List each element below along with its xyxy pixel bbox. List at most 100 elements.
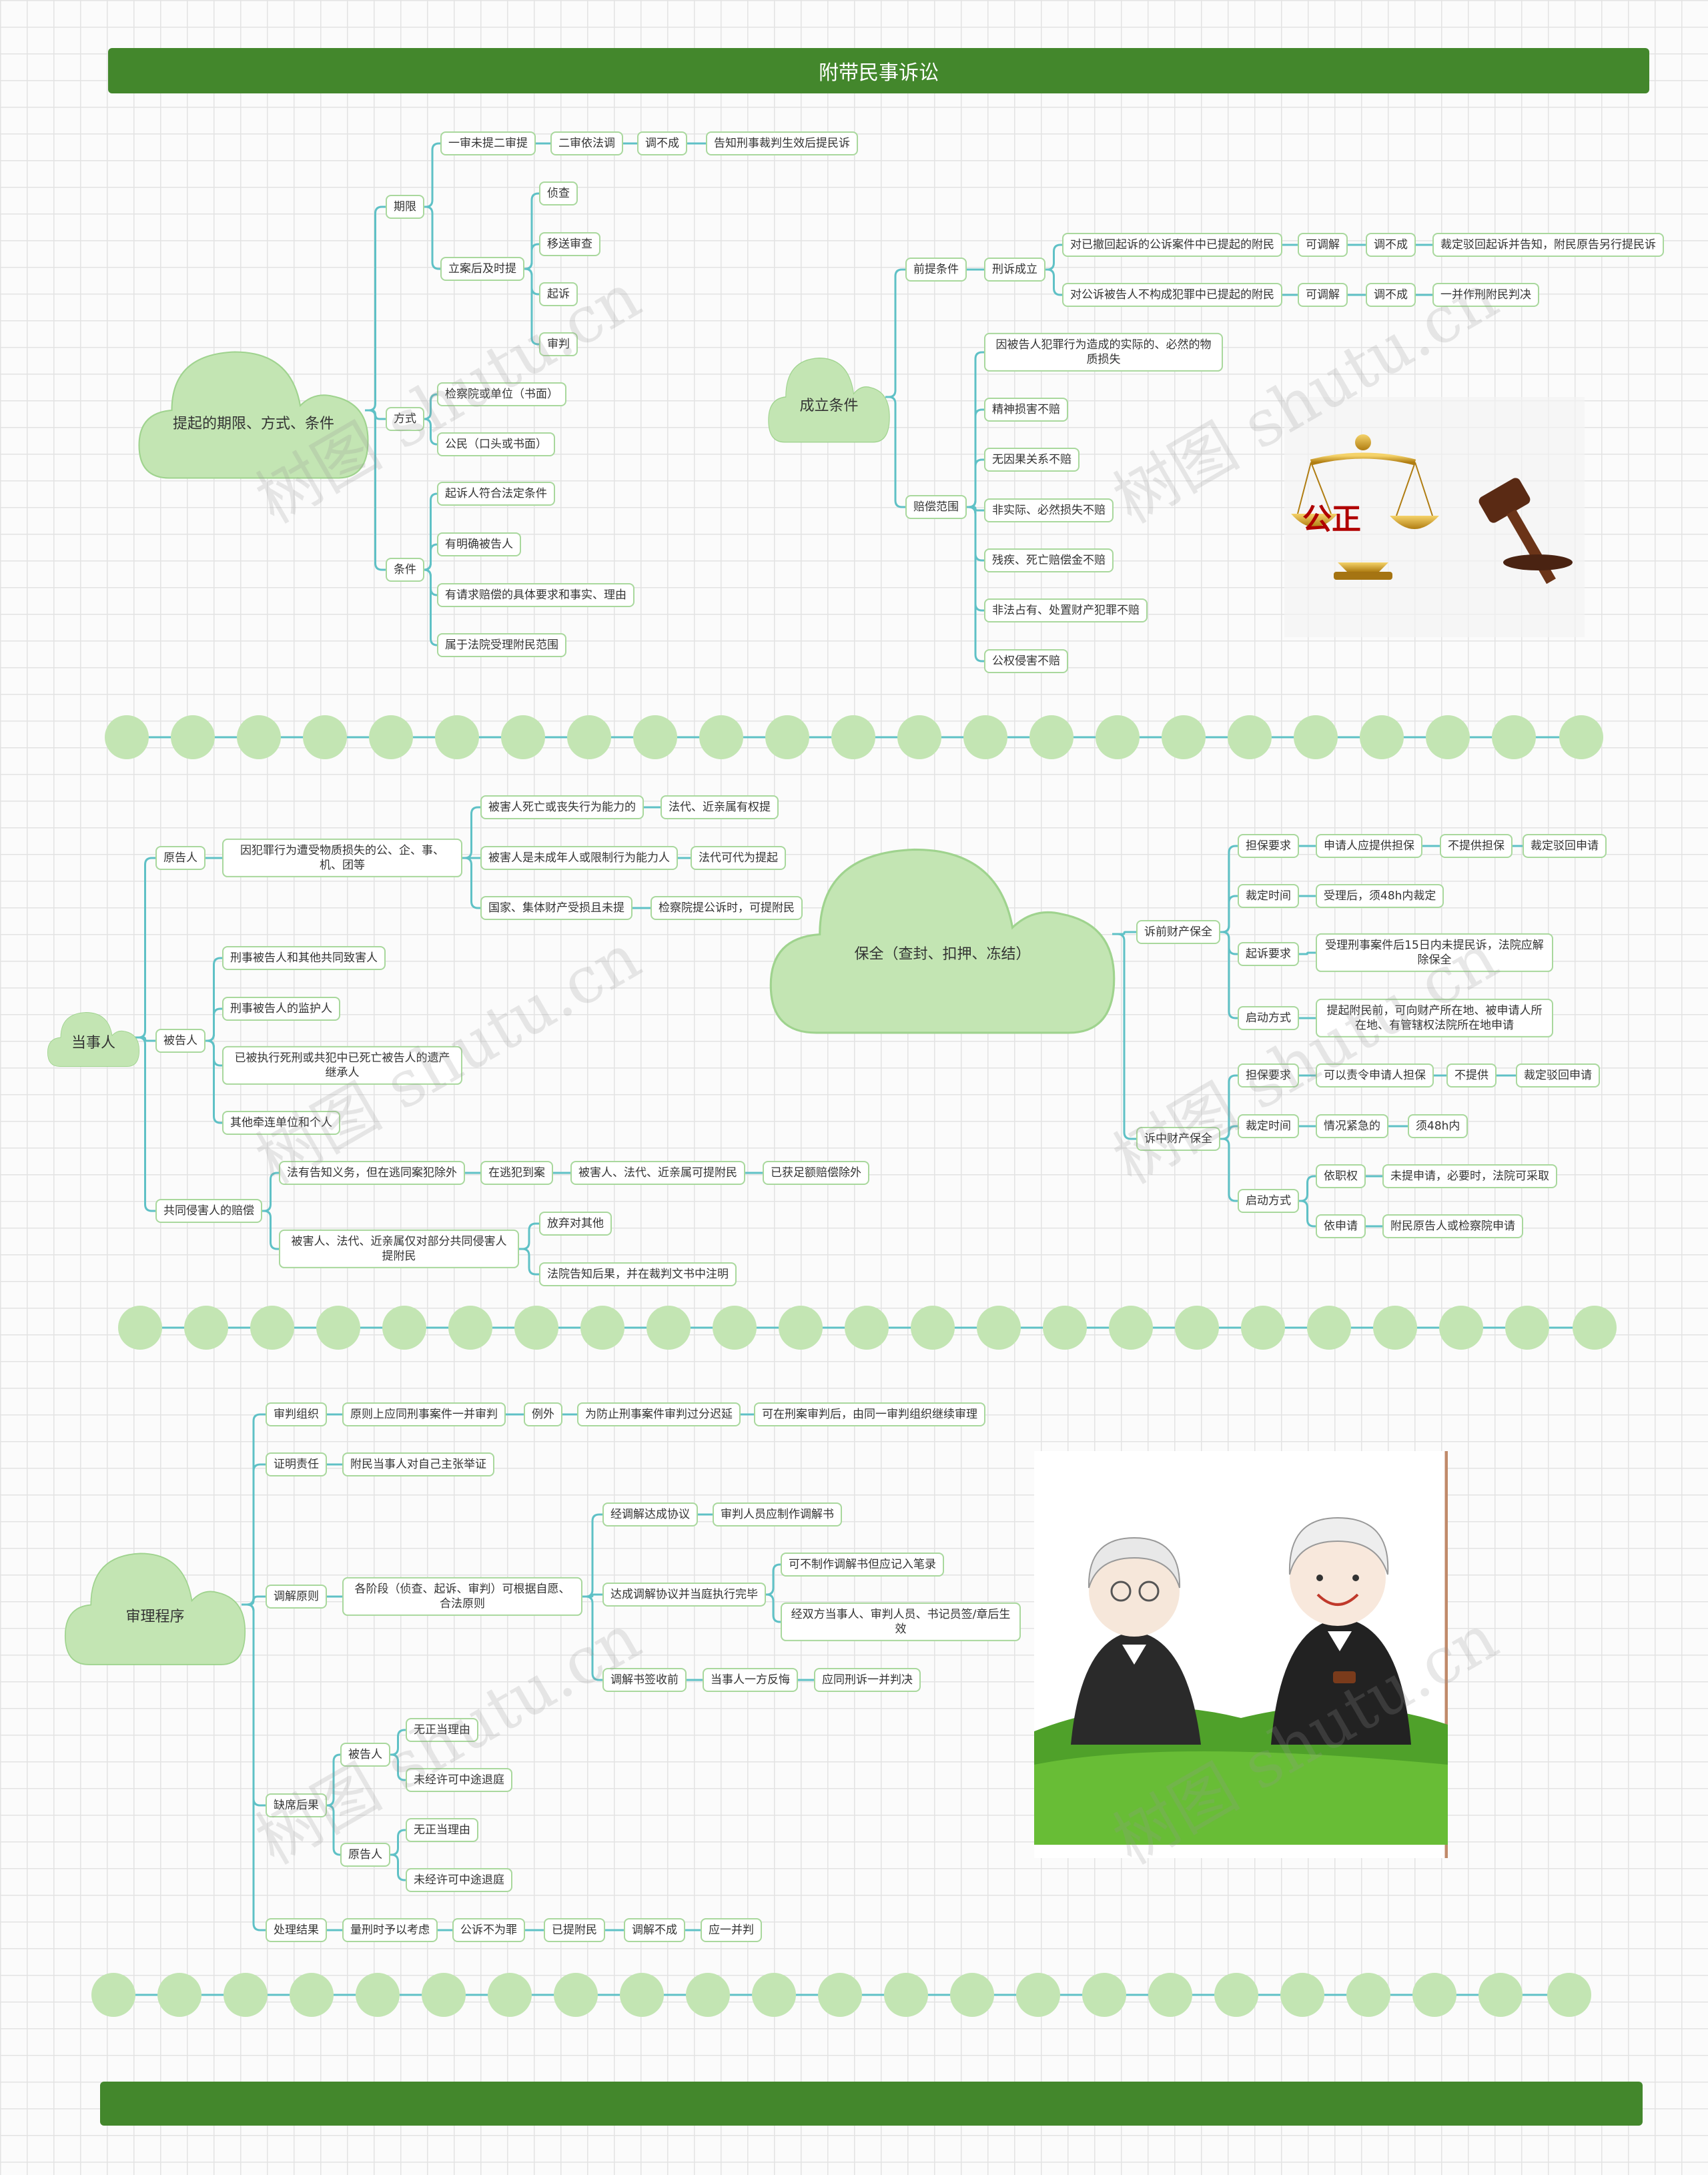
connector [967,458,984,508]
separator-dot [237,715,281,759]
topic-node: 方式 [386,406,424,432]
topic-node: 不提供 [1446,1063,1497,1088]
root-cloud-s4: 保全（查封、扣押、冻结） [767,833,1118,1036]
topic-node: 因被告人犯罪行为造成的实际的、必然的物质损失 [984,332,1223,372]
topic-node: 被害人、法代、近亲属可提附民 [570,1160,745,1186]
topic-node: 检察院提公诉时，可提附民 [651,895,803,921]
separator-dot [250,1306,294,1350]
topic-node: 精神损害不赔 [984,397,1068,422]
connector [135,1036,155,1042]
separator-dot [1559,715,1603,759]
separator-dot [488,1973,532,2017]
topic-node: 被害人是未成年人或限制行为能力人 [480,845,678,871]
topic-node: 可调解 [1298,282,1348,308]
separator-dot [567,715,611,759]
topic-node: 提起附民前，可向财产所在地、被申请人所在地、有管辖权法院所在地申请 [1316,998,1553,1038]
root-cloud-s3: 当事人 [47,1007,140,1067]
topic-node: 法代、近亲属有权提 [661,795,779,820]
topic-node: 可不制作调解书但应记入笔录 [781,1552,944,1577]
topic-node: 放弃对其他 [539,1211,612,1236]
topic-node: 国家、集体财产受损且未提 [480,895,632,921]
separator-dot [184,1306,228,1350]
topic-node: 共同侵害人的赔偿 [155,1198,262,1224]
topic-node: 属于法院受理附民范围 [437,632,566,658]
connector [582,1593,602,1598]
connector [885,396,905,508]
topic-node: 附民原告人或检察院申请 [1382,1214,1523,1239]
topic-node: 调不成 [1366,282,1416,308]
separator-dot [369,715,413,759]
topic-node: 起诉要求 [1238,941,1299,967]
separator-dot [831,715,875,759]
separator-dot [1175,1306,1219,1350]
separator-dot [580,1306,624,1350]
connector [424,205,440,270]
root-cloud-s2: 成立条件 [767,350,891,444]
topic-node: 法院告知后果，并在裁判文书中注明 [539,1262,737,1287]
topic-node: 前提条件 [905,257,967,282]
topic-node: 调解不成 [624,1917,685,1943]
topic-node: 审判人员应制作调解书 [713,1502,842,1527]
topic-node: 被害人、法代、近亲属仅对部分共同侵害人提附民 [279,1229,519,1269]
separator-dot [818,1973,862,2017]
topic-node: 可在刑案审判后，由同一审判组织继续审理 [754,1402,985,1427]
separator-dot [633,715,677,759]
connector [326,1804,341,1856]
separator-dot [1096,715,1140,759]
connector [519,1222,539,1250]
topic-node: 已被执行死刑或共犯中已死亡被告人的遗产继承人 [222,1045,462,1085]
topic-node: 启动方式 [1238,1005,1299,1031]
topic-node: 公民（口头或书面） [437,432,555,457]
topic-node: 附民当事人对自己主张举证 [342,1452,494,1477]
topic-node: 裁定驳回申请 [1516,1063,1600,1088]
topic-node: 经调解达成协议 [602,1502,698,1527]
connector [582,1513,602,1598]
connector [262,1210,279,1250]
footer-banner [100,2082,1643,2126]
separator-dot [1228,715,1272,759]
topic-node: 须48h内 [1408,1114,1468,1139]
topic-node: 可调解 [1298,232,1348,258]
topic-node: 未提申请，必要时，法院可采取 [1382,1164,1557,1189]
connector [967,506,984,663]
topic-node: 诉中财产保全 [1136,1126,1220,1152]
topic-node: 原告人 [340,1842,390,1867]
separator-dot [1505,1306,1549,1350]
separator-dot [963,715,1007,759]
connector [1045,268,1062,296]
topic-node: 为防止刑事案件审判过分迟延 [577,1402,741,1427]
topic-node: 已获足额赔偿除外 [763,1160,869,1186]
separator-dot [1214,1973,1258,2017]
topic-node: 检察院或单位（书面） [437,382,566,407]
topic-node: 在逃犯到案 [480,1160,553,1186]
topic-node: 处理结果 [266,1917,327,1943]
separator-dot [647,1306,691,1350]
connector [205,1039,222,1124]
title-banner: 附带民事诉讼 [108,48,1649,93]
topic-node: 诉前财产保全 [1136,919,1220,945]
separator-dot [171,715,215,759]
two-judges-on-grass-icon [1034,1451,1448,1858]
separator-dot [1307,1306,1351,1350]
separator-dot [752,1973,796,2017]
separator-dot [105,715,149,759]
connector [205,1007,222,1042]
topic-node: 调不成 [637,131,687,156]
topic-node: 有请求赔偿的具体要求和事实、理由 [437,582,634,608]
topic-node: 非实际、必然损失不赔 [984,498,1114,523]
connector [967,506,984,512]
topic-node: 调不成 [1366,232,1416,258]
connector [524,243,539,270]
connector [462,806,480,859]
topic-node: 缺席后果 [266,1793,327,1818]
separator-dot [1148,1973,1192,2017]
separator-dot [765,715,809,759]
topic-node: 担保要求 [1238,833,1299,859]
separator-dot [1109,1306,1153,1350]
connector [262,1172,279,1212]
topic-node: 证明责任 [266,1452,327,1477]
connector [424,142,440,208]
separator-dot [1573,1306,1617,1350]
topic-node: 无正当理由 [406,1717,478,1743]
connector [1220,895,1238,933]
